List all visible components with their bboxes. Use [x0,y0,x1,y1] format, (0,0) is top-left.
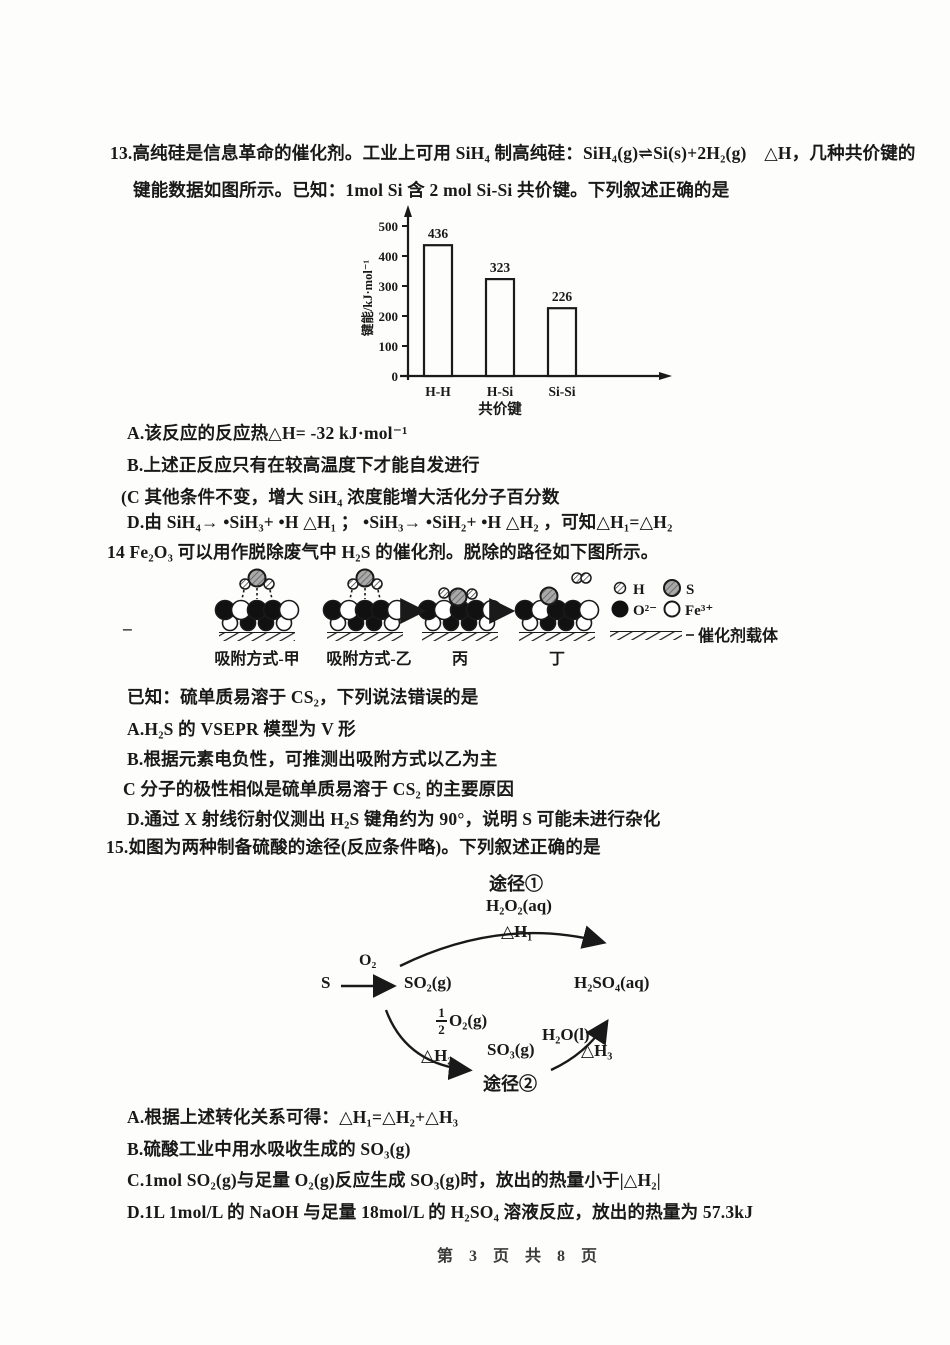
legend-support-hatch-icon [610,632,682,640]
q15-option-c: C.1mol SO₂(g)与足量 O₂(g)反应生成 SO₃(g)时，放出的热量… [127,1170,661,1190]
s-atom-icon [448,587,468,607]
support-hatch-icon [327,633,403,641]
svg-text:500: 500 [379,219,399,234]
h2o-label: H₂O(l) [542,1025,590,1044]
q13-option-d: D.由 SiH₄→ •SiH₃+ •H △H₁ ； •SiH₃→ •SiH₂+ … [127,512,673,532]
o2-label: O₂ [359,952,377,969]
legend-h-atom-icon [613,581,627,595]
q14-option-c: C 分子的极性相似是硫单质易溶于 CS₂ 的主要原因 [123,779,515,799]
q15-option-b: B.硫酸工业中用水吸收生成的 SO₃(g) [127,1139,411,1159]
legend-o-label: O²⁻ [633,603,657,619]
support-hatch-icon [219,633,295,641]
svg-text:共价键: 共价键 [478,400,522,418]
x-axis-arrow-icon [659,372,672,380]
q14-option-a: A.H₂S 的 VSEPR 模型为 V 形 [127,719,356,739]
legend-s-atom-icon [663,579,681,597]
h-atom-icon [580,572,592,584]
so3-label: SO₃(g) [487,1040,535,1059]
stage-label-yi: 吸附方式-乙 [326,649,411,668]
pathway-arrows [341,925,609,1081]
legend-fe-label: Fe³⁺ [685,603,713,619]
s-label: S [321,973,331,992]
arrow-so2-to-so3-icon [384,1009,473,1081]
cluster-yi [322,568,408,641]
q15-option-a: A.根据上述转化关系可得：△H₁=△H₂+△H₃ [127,1107,459,1127]
s-atom-icon [539,586,559,606]
q13-option-c: (C 其他条件不变，增大 SiH₄ 浓度能增大活化分子百分数 [121,487,560,507]
svg-text:Si-Si: Si-Si [548,384,575,399]
svg-text:436: 436 [428,226,449,241]
q14-known: 已知：硫单质易溶于 CS₂，下列说法错误的是 [127,687,479,707]
q15-intro: 15.如图为两种制备硫酸的途径(反应条件略)。下列叙述正确的是 [106,837,601,857]
arrow-so3-to-h2so4-icon [550,1018,609,1072]
y-axis-arrow-icon [404,205,412,217]
legend-s-label: S [686,582,694,598]
q13-text-line1: 13.高纯硅是信息革命的催化剂。工业上可用 SiH₄ 制高纯硅：SiH₄(g)⇌… [110,143,916,163]
cluster-bing [417,587,503,641]
q14-option-d: D.通过 X 射线衍射仪测出 H₂S 键角约为 90°，说明 S 可能未进行杂化 [127,809,661,829]
cluster-ding [514,572,600,641]
svg-text:H-H: H-H [425,384,451,399]
svg-text:键能/kJ·mol⁻¹: 键能/kJ·mol⁻¹ [360,260,375,338]
scan-dash-artifact: – [123,618,132,638]
fe-ion-icon [578,599,600,621]
svg-text:323: 323 [490,260,511,275]
legend-h-label: H [633,582,645,598]
svg-text:200: 200 [379,309,399,324]
diagram-legend: H S O²⁻ Fe³⁺ 催化剂载体 [610,579,779,645]
q14-option-b: B.根据元素电负性，可推测出吸附方式以乙为主 [127,749,498,769]
stage-label-bing: 丙 [452,650,468,668]
dh3-label: △H₃ [581,1041,613,1060]
q15-option-d: D.1L 1mol/L 的 NaOH 与足量 18mol/L 的 H₂SO₄ 溶… [127,1202,754,1222]
svg-text:0: 0 [392,369,399,384]
h-atom-icon [438,587,450,599]
adsorption-clusters [214,568,600,641]
dh2-label: △H₂ [421,1046,453,1065]
legend-support-label: 催化剂载体 [698,626,779,645]
s-atom-icon [247,568,267,588]
support-hatch-icon [422,633,498,641]
path2-label: 途径② [483,1074,537,1094]
svg-text:226: 226 [552,289,573,304]
page-number: 第 3 页 共 8 页 [436,1248,603,1265]
svg-text:300: 300 [379,279,399,294]
path1-label: 途径① [489,874,543,894]
cluster-jia [214,568,300,641]
path1-reagent: H₂O₂(aq) [486,896,552,915]
stage-label-jia: 吸附方式-甲 [214,649,299,668]
svg-text:400: 400 [379,249,399,264]
legend-o-ion-icon [611,600,629,618]
q13-option-a: A.该反应的反应热△H= -32 kJ·mol⁻¹ [127,423,408,443]
q14-intro: 14 Fe₂O₃ 可以用作脱除废气中 H₂S 的催化剂。脱除的路径如下图所示。 [107,542,659,562]
q13-option-b: B.上述正反应只有在较高温度下才能自发进行 [127,455,480,475]
arrow-path1-icon [399,925,607,968]
svg-text:100: 100 [379,339,399,354]
support-hatch-icon [519,633,595,641]
legend-fe-ion-icon [663,600,681,618]
fe-ion-icon [278,599,300,621]
s-atom-icon [355,568,375,588]
fe-ion-icon [386,599,408,621]
stage-label-ding: 丁 [549,651,565,668]
dh1-label: △H₁ [501,922,533,941]
h2s-adsorption-diagram: H S O²⁻ Fe³⁺ 催化剂载体 吸附方式-甲 吸附方式-乙 丙 丁 [214,568,779,668]
so2-label: SO₂(g) [404,973,452,992]
q13-text-line2: 键能数据如图所示。已知：1mol Si 含 2 mol Si-Si 共价键。下列… [133,180,730,200]
h-atom-icon [466,588,478,600]
svg-text:H-Si: H-Si [487,384,514,399]
h2so4-label: H₂SO₄(aq) [574,973,650,992]
